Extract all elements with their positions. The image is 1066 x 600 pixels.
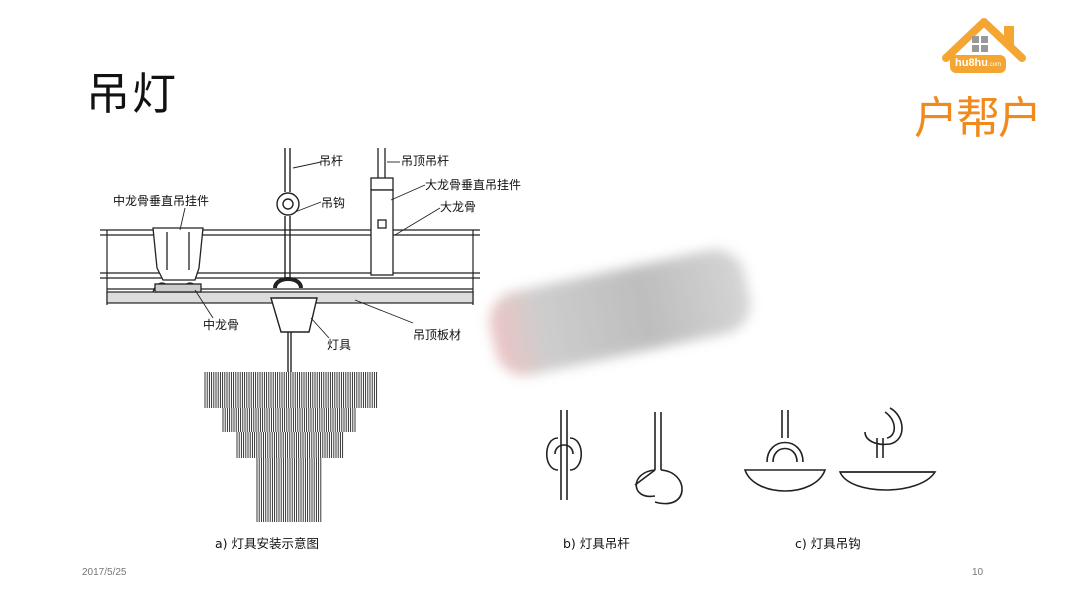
lamp-rod-ring-figure <box>545 410 583 500</box>
leader-lines <box>179 161 441 339</box>
slide-title: 吊灯 <box>86 69 178 120</box>
caption-figure-a: a) 灯具安装示意图 <box>215 536 320 551</box>
chandelier-tier <box>222 408 356 432</box>
label-suspension-rod: 吊杆 <box>319 154 344 168</box>
slide-date: 2017/5/25 <box>82 567 127 578</box>
label-main-keel: 大龙骨 <box>440 200 477 214</box>
label-mid-keel-hanger: 中龙骨垂直吊挂件 <box>113 194 210 208</box>
chandelier-tier <box>236 432 344 458</box>
logo-brand-name: 户帮户 <box>914 93 1042 144</box>
label-ceiling-rod: 吊顶吊杆 <box>401 154 450 168</box>
chandelier-tier <box>204 372 378 408</box>
lamp-hook-open-figure <box>838 407 937 491</box>
lamp-installation-figure: 吊杆 吊顶吊杆 大龙骨垂直吊挂件 中龙骨垂直吊挂件 吊钩 大龙骨 中龙骨 吊顶板… <box>95 140 955 560</box>
label-mid-keel: 中龙骨 <box>203 318 240 332</box>
lamp-fixture <box>270 297 318 372</box>
label-hook: 吊钩 <box>321 196 346 210</box>
label-main-keel-hanger: 大龙骨垂直吊挂件 <box>425 178 522 192</box>
suspension-rod <box>273 148 303 289</box>
mid-keel-hanger <box>152 227 204 293</box>
label-ceiling-board: 吊顶板材 <box>413 328 462 342</box>
main-keel-hanger <box>370 148 394 276</box>
slide-page-number: 10 <box>972 567 984 578</box>
chandelier <box>204 372 378 522</box>
lamp-hook-closed-figure <box>743 410 827 492</box>
lamp-rod-hook-figure <box>634 412 683 505</box>
house-icon <box>942 18 1026 62</box>
logo-url: hu8hu.com <box>950 55 1007 73</box>
hu8hu-logo: hu8hu.com 户帮户 <box>908 8 1058 148</box>
chandelier-tier <box>256 458 322 522</box>
caption-figure-b: b) 灯具吊杆 <box>563 536 630 551</box>
label-lamp: 灯具 <box>327 338 352 352</box>
figure-drawing <box>100 148 937 522</box>
caption-figure-c: c) 灯具吊钩 <box>795 536 861 551</box>
